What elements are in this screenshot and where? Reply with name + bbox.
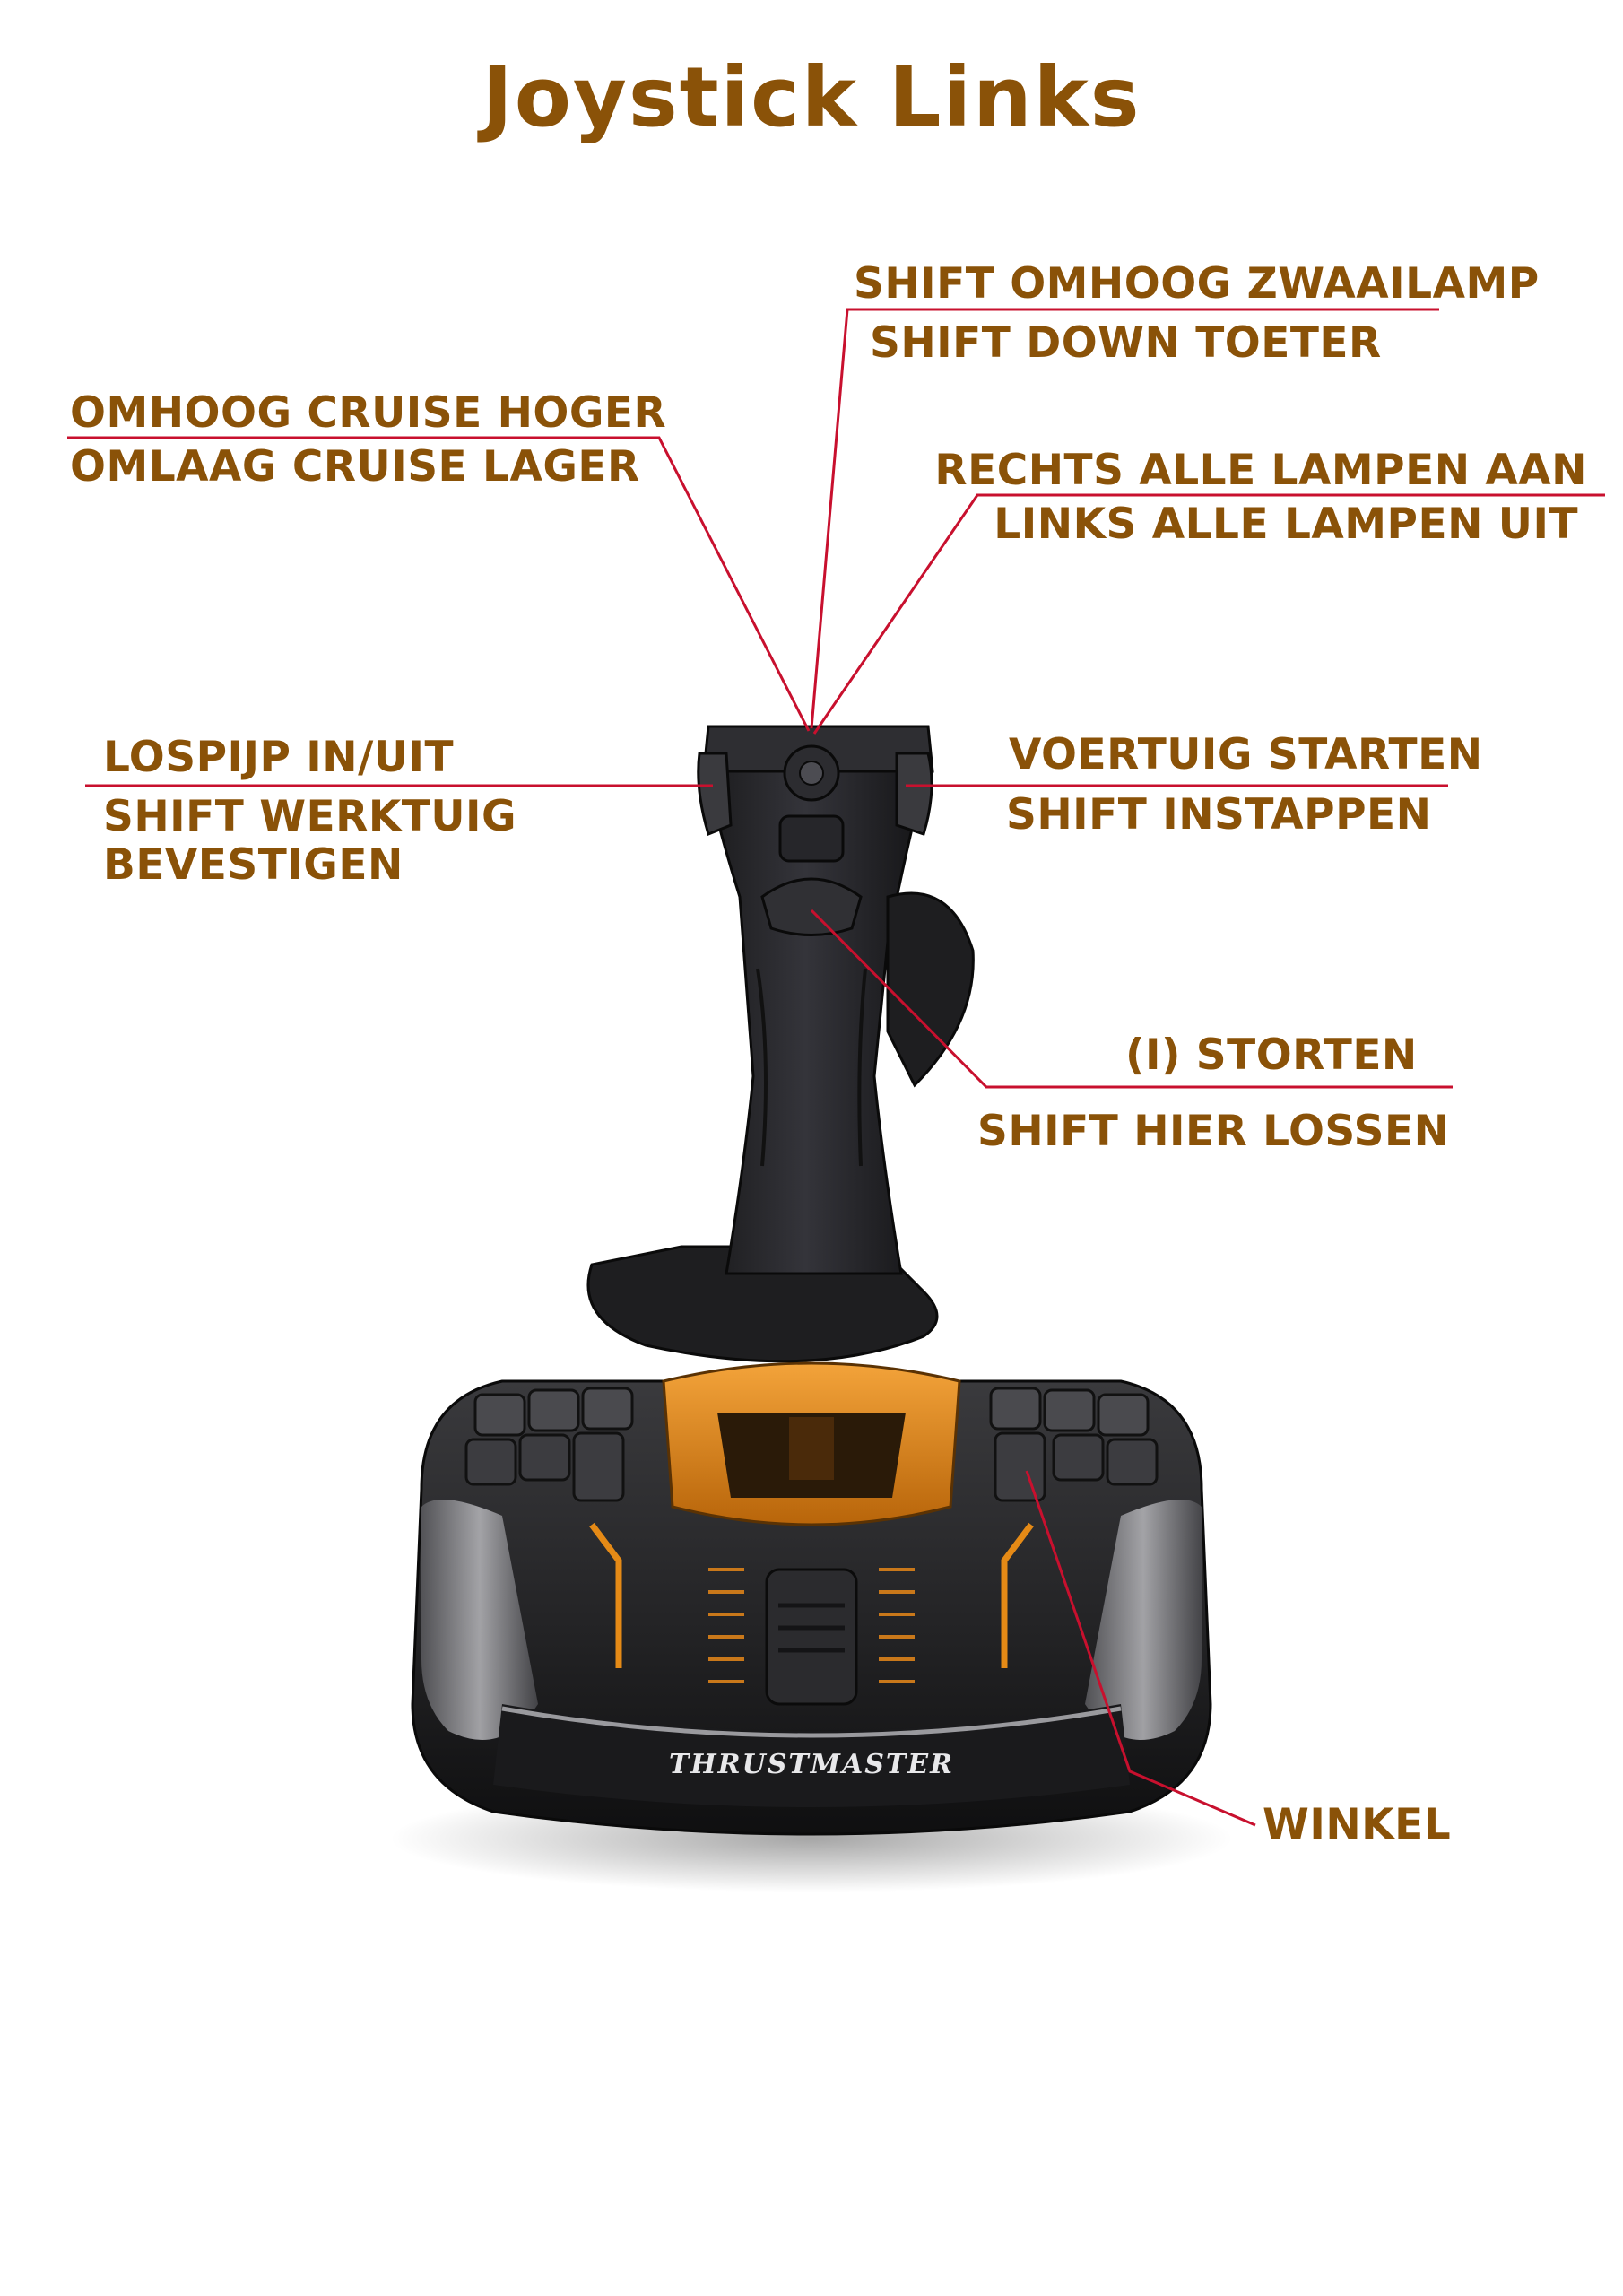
right-button-cluster (989, 1387, 1159, 1502)
base-button-r2[interactable] (1043, 1388, 1096, 1432)
label-shop: Winkel (1263, 1800, 1452, 1849)
label-discharge-pipe: Lospijp in/uit (103, 733, 455, 782)
page-title: Joystick Links (482, 49, 1141, 145)
base-button-r3[interactable] (1097, 1393, 1150, 1437)
label-shift-down-horn: Shift down toeter (870, 318, 1382, 368)
base-button-r5[interactable] (1052, 1433, 1105, 1482)
head-button-right[interactable] (895, 752, 933, 836)
base-button-l2[interactable] (527, 1388, 580, 1432)
base-button-l6[interactable] (572, 1431, 625, 1502)
base-button-r6[interactable] (1106, 1438, 1159, 1486)
label-down-cruise-lower: omlaag cruise lager (70, 442, 640, 491)
brand-logo: THRUSTMASTER (668, 1749, 955, 1780)
leader-shift-light (810, 308, 1439, 729)
base-button-l4[interactable] (464, 1438, 517, 1486)
label-shift-up-light: Shift omhoog zwaailamp (854, 259, 1540, 309)
rocker-switch[interactable] (778, 814, 845, 863)
base-button-l5[interactable] (518, 1433, 571, 1482)
base-button-r4[interactable] (994, 1431, 1046, 1502)
base-button-r1[interactable] (989, 1387, 1042, 1431)
label-shift-unload-here: Shift hier lossen (977, 1107, 1450, 1156)
base-button-l1[interactable] (473, 1393, 526, 1437)
label-right-lights-on: Rechts alle lampen aan (934, 446, 1587, 495)
pinky-lever[interactable] (886, 891, 975, 1088)
leader-lines (67, 308, 1605, 1827)
base-button-l3[interactable] (581, 1387, 634, 1431)
joystick-grip (697, 725, 975, 1275)
label-shift-board: Shift instappen (1006, 790, 1432, 839)
leader-cruise (67, 436, 811, 732)
label-dump: (i) storten (1125, 1031, 1418, 1080)
label-shift-confirm-tool: Shift werktuig bevestigen (103, 792, 517, 891)
palm-rest (586, 1245, 939, 1363)
leader-shop (1025, 1470, 1256, 1827)
leader-lights (812, 493, 1605, 735)
label-start-vehicle: Voertuig starten (1009, 730, 1483, 779)
thumb-button-large[interactable] (760, 877, 863, 936)
throttle-slider[interactable] (765, 1568, 858, 1706)
left-button-cluster (464, 1387, 634, 1502)
label-up-cruise-higher: omhoog cruise hoger (70, 388, 667, 438)
label-left-lights-off: Links alle lampen uit (994, 500, 1578, 549)
head-button-left[interactable] (697, 752, 733, 837)
leader-dump (810, 909, 1453, 1089)
